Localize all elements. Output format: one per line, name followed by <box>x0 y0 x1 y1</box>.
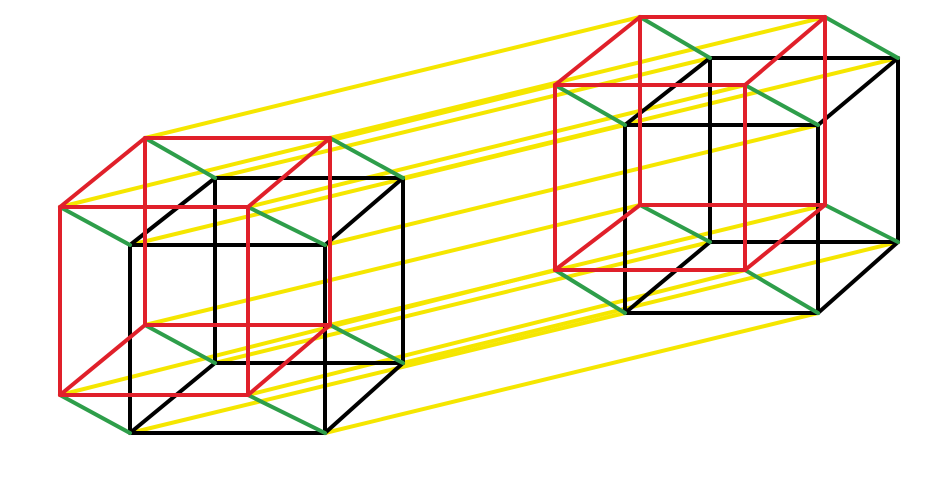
yellow-edge-3 <box>143 15 642 140</box>
red-edge-17 <box>553 203 642 272</box>
yellow-edge-13 <box>328 203 827 327</box>
green-edge-8 <box>743 83 820 127</box>
green-edge-5 <box>328 136 405 180</box>
green-edge-4 <box>638 15 712 60</box>
black-edge-7 <box>323 361 405 435</box>
yellow-edge-14 <box>401 240 900 365</box>
yellow-connector-edges <box>58 15 900 435</box>
green-edge-15 <box>246 393 327 435</box>
red-cube-edges <box>58 15 827 397</box>
red-edge-13 <box>553 15 642 87</box>
yellow-edge-5 <box>328 15 827 140</box>
green-cube-edges <box>58 15 900 435</box>
green-edge-9 <box>58 393 132 435</box>
yellow-edge-8 <box>323 123 820 247</box>
yellow-edge-4 <box>213 56 712 180</box>
black-edge-17 <box>623 240 712 315</box>
yellow-edge-15 <box>246 268 747 397</box>
black-edge-3 <box>323 176 405 247</box>
green-edge-10 <box>553 268 627 315</box>
red-edge-3 <box>246 136 332 209</box>
yellow-edge-10 <box>128 311 627 435</box>
green-edge-16 <box>743 268 820 315</box>
black-edge-15 <box>816 56 900 127</box>
green-edge-6 <box>823 15 900 60</box>
red-edge-7 <box>246 323 332 397</box>
yellow-edge-1 <box>58 83 557 209</box>
black-edge-19 <box>816 240 900 315</box>
green-edge-1 <box>58 205 132 247</box>
yellow-edge-16 <box>323 311 820 435</box>
green-edge-11 <box>143 323 217 365</box>
red-edge-19 <box>743 203 827 272</box>
green-edge-14 <box>823 203 900 244</box>
red-edge-1 <box>58 136 147 209</box>
green-edge-3 <box>143 136 217 180</box>
green-edge-12 <box>638 203 712 244</box>
red-edge-5 <box>58 323 147 397</box>
yellow-edge-12 <box>213 240 712 365</box>
black-edge-5 <box>128 361 217 435</box>
red-edge-15 <box>743 15 827 87</box>
yellow-edge-11 <box>143 203 642 327</box>
green-edge-2 <box>553 83 627 127</box>
yellow-edge-6 <box>401 56 900 180</box>
green-edge-13 <box>328 323 405 365</box>
green-edge-7 <box>246 205 327 247</box>
